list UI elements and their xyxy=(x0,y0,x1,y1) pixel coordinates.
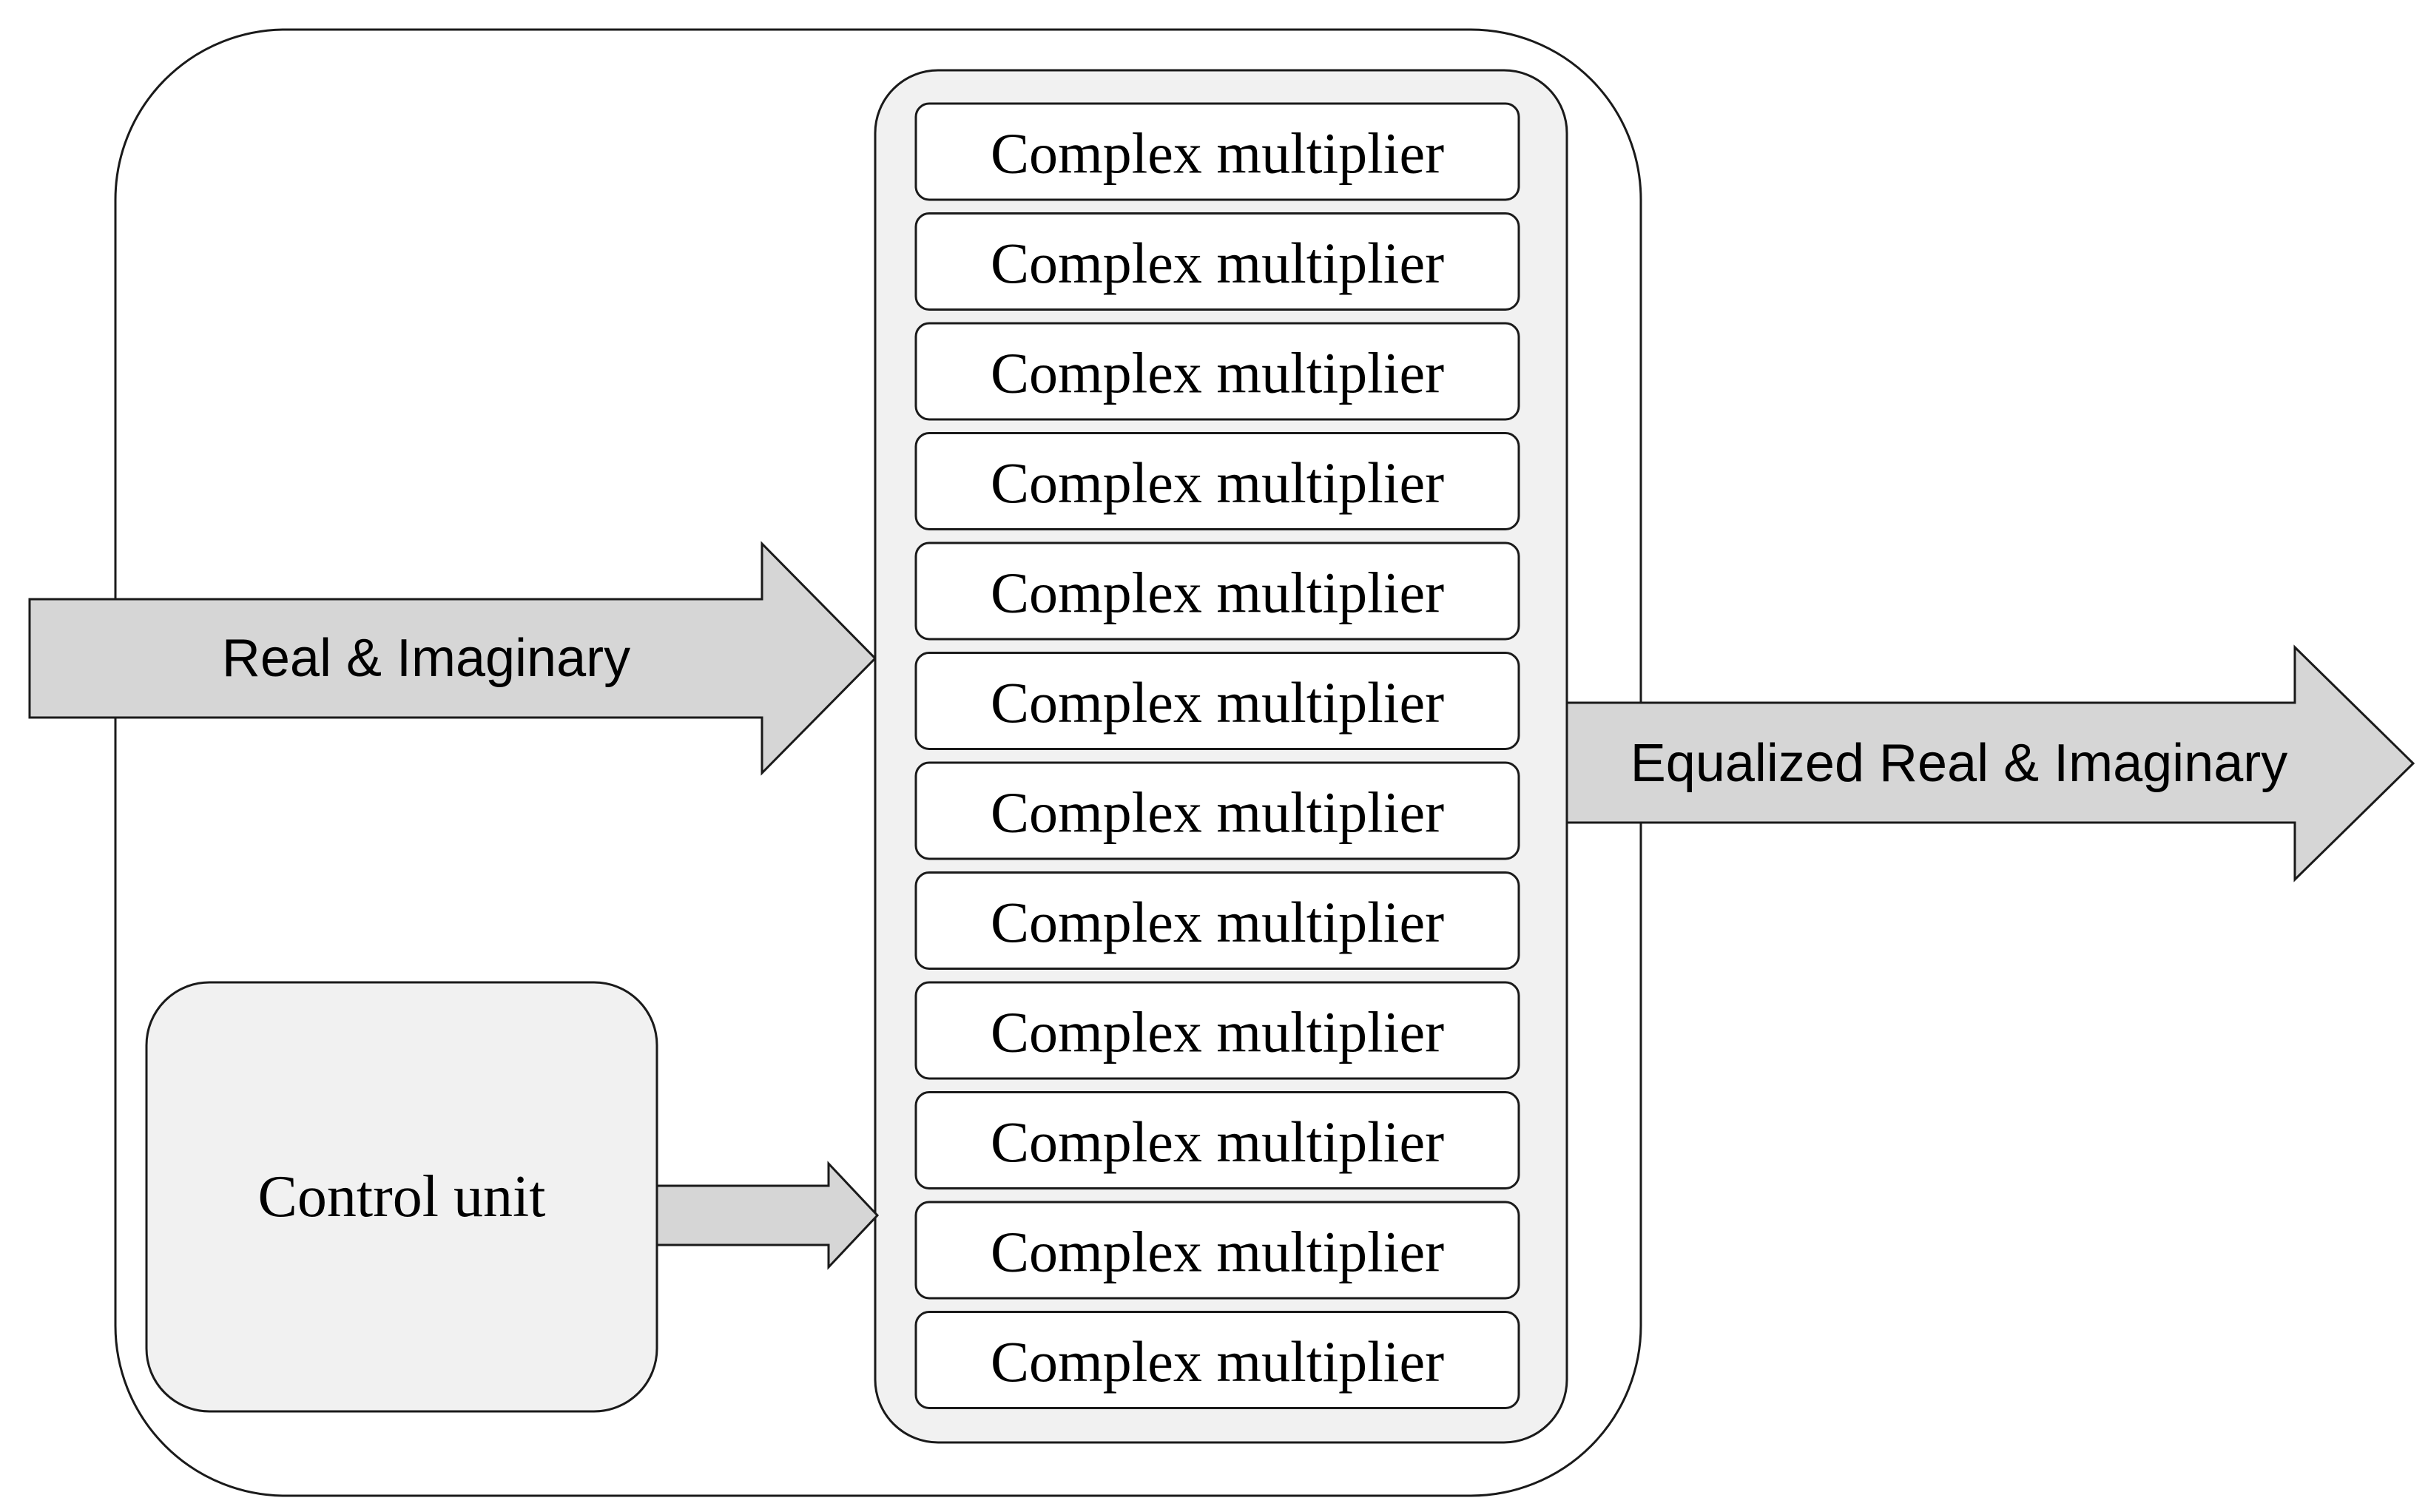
complex-multiplier-label: Complex multiplier xyxy=(991,1220,1444,1284)
complex-multiplier-label: Complex multiplier xyxy=(991,341,1444,405)
output-arrow-label: Equalized Real & Imaginary xyxy=(1631,734,2287,793)
complex-multiplier-label: Complex multiplier xyxy=(991,450,1444,515)
complex-multiplier-label: Complex multiplier xyxy=(991,231,1444,295)
complex-multiplier-box xyxy=(914,322,1520,421)
control-unit: Control unit xyxy=(145,981,658,1413)
input-arrow-label: Real & Imaginary xyxy=(222,629,630,688)
complex-multiplier-box xyxy=(914,1311,1520,1409)
complex-multiplier-label: Complex multiplier xyxy=(991,670,1444,735)
control-unit-label: Control unit xyxy=(258,1164,546,1229)
complex-multiplier-label: Complex multiplier xyxy=(991,561,1444,625)
complex-multiplier-label: Complex multiplier xyxy=(991,121,1444,186)
complex-multiplier-label: Complex multiplier xyxy=(991,1110,1444,1174)
complex-multiplier-box xyxy=(914,541,1520,641)
complex-multiplier-block: Complex multiplier xyxy=(914,1311,1520,1409)
control-arrow xyxy=(655,1161,880,1270)
complex-multiplier-block: Complex multiplier xyxy=(914,652,1520,750)
complex-multiplier-box xyxy=(914,761,1520,860)
complex-multiplier-box xyxy=(914,212,1520,311)
complex-multiplier-block: Complex multiplier xyxy=(914,871,1520,970)
complex-multiplier-block: Complex multiplier xyxy=(914,322,1520,421)
complex-multiplier-block: Complex multiplier xyxy=(914,761,1520,860)
complex-multiplier-label: Complex multiplier xyxy=(991,1329,1444,1394)
complex-multiplier-box xyxy=(914,1091,1520,1189)
output-arrow-shape xyxy=(1565,644,2415,882)
complex-multiplier-block: Complex multiplier xyxy=(914,541,1520,641)
output-arrow: Equalized Real & Imaginary xyxy=(1565,644,2415,882)
complex-multiplier-box xyxy=(914,652,1520,750)
complex-multiplier-block: Complex multiplier xyxy=(914,102,1520,201)
complex-multiplier-box xyxy=(914,871,1520,970)
complex-multiplier-box xyxy=(914,102,1520,201)
input-arrow-shape xyxy=(28,541,877,776)
complex-multiplier-block: Complex multiplier xyxy=(914,1201,1520,1300)
complex-multiplier-box xyxy=(914,981,1520,1080)
complex-multiplier-box xyxy=(914,432,1520,530)
complex-multiplier-block: Complex multiplier xyxy=(914,981,1520,1080)
complex-multiplier-block: Complex multiplier xyxy=(914,432,1520,530)
complex-multiplier-box xyxy=(914,1201,1520,1300)
complex-multiplier-block: Complex multiplier xyxy=(914,212,1520,311)
complex-multiplier-label: Complex multiplier xyxy=(991,1000,1444,1064)
complex-multiplier-label: Complex multiplier xyxy=(991,890,1444,954)
complex-multiplier-block: Complex multiplier xyxy=(914,1091,1520,1189)
complex-multiplier-label: Complex multiplier xyxy=(991,780,1444,845)
input-arrow: Real & Imaginary xyxy=(28,541,877,776)
